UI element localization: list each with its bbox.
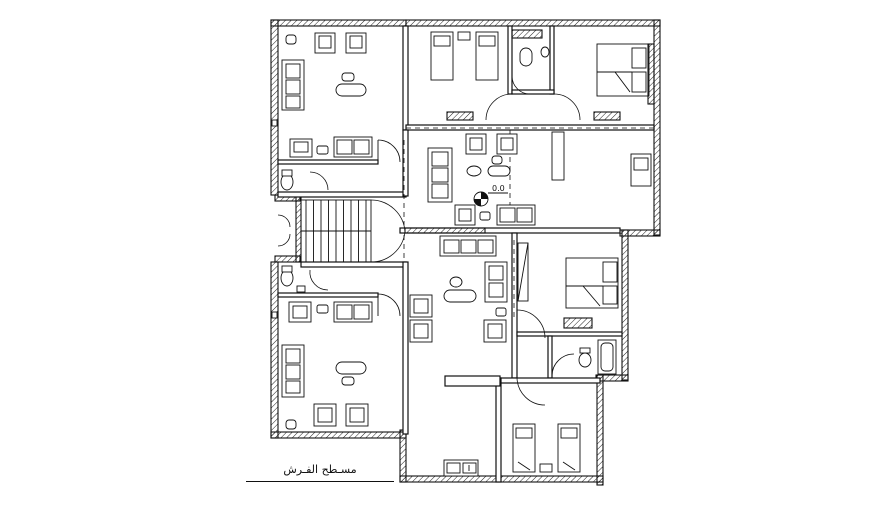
bedroom-twin-top — [430, 31, 581, 121]
bedroom-master-top-right — [593, 43, 655, 121]
bedroom-twin-bottom — [512, 423, 581, 473]
caption-underline — [246, 481, 394, 482]
interior-walls — [277, 25, 655, 483]
living-room-top-left — [271, 32, 401, 191]
room-bottom-center — [443, 459, 479, 477]
bathroom-middle-right — [551, 339, 617, 377]
central-living-upper: 0.0 — [404, 131, 652, 234]
central-living-lower — [409, 235, 546, 406]
bathroom-top — [511, 29, 550, 95]
bedroom-master-middle-right — [563, 257, 619, 329]
drawing-caption: مسـطح الفـرش — [283, 463, 357, 476]
level-marker-text: 0.0 — [492, 184, 505, 193]
staircase — [277, 199, 406, 263]
living-room-bottom-left — [271, 265, 401, 430]
